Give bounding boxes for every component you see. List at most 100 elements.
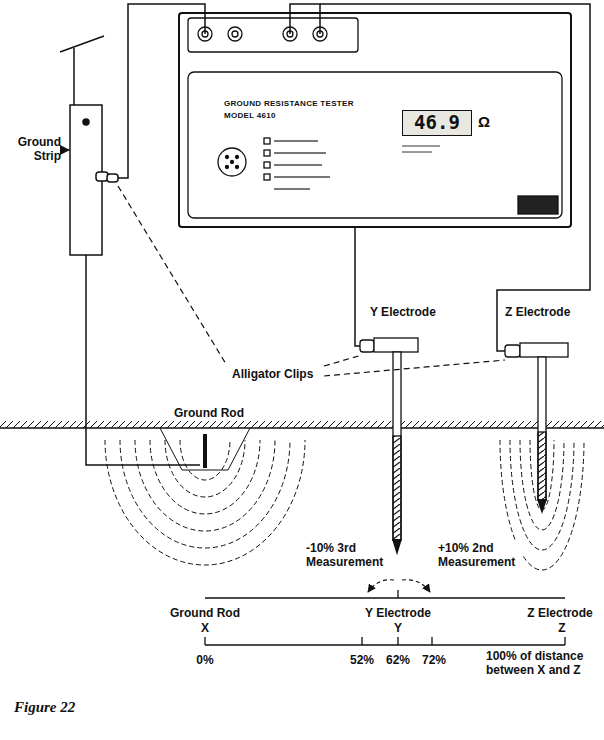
percent-mark: 52% [350,654,374,668]
tester-title: GROUND RESISTANCE TESTER [224,99,354,108]
tester-details-part [274,141,330,189]
ground-surface [0,421,604,470]
resistance-areas-part [135,440,275,531]
scale-label-holder: Z Electrode [527,603,592,621]
tester-details-part [264,174,270,180]
ground-strip-label-holder: Ground Strip [3,136,61,164]
ground-strip-part [96,172,108,181]
ohm-unit: Ω [478,113,490,131]
percent-mark: 72% [422,654,446,668]
tester-details-part [188,72,562,218]
y-electrode-part [393,540,401,553]
scale-note: 100% of distance between X and Z [486,650,598,678]
ground-strip-part [73,48,75,105]
distance-scale [205,590,565,645]
test-leads [86,4,590,465]
resistance-areas-part [105,440,305,565]
percent-mark: 62% [386,654,410,668]
tester-details-part [228,27,242,41]
distance-scale-part [205,597,565,598]
tester-title: GROUND RESISTANCE TESTER [224,92,354,110]
measurement-note-holder: +10% 2nd Measurement [436,542,522,570]
scale-label: Ground Rod [170,607,240,621]
resistance-areas-part [180,440,230,480]
test-leads-part [290,4,320,34]
percent-mark-holder: 62% [386,650,410,668]
distance-scale-part [205,644,565,645]
test-leads-part [320,4,590,351]
resistance-areas-part [120,440,290,548]
ground-rod-label-holder: Ground Rod [172,403,246,421]
resistance-areas-part [165,440,245,497]
y-electrode-part [393,436,401,540]
electrode-label: Z Electrode [505,306,570,320]
clip-label-holder: Alligator Clips [230,364,315,382]
electrode-label-holder: Z Electrode [505,302,570,320]
model-number: MODEL 4610 [224,111,276,120]
test-leads-part [86,255,200,465]
scale-label-holder: Y Electrode [365,603,431,621]
tester-details-part [264,162,270,168]
clip-leaders-part [324,355,362,366]
tester-details-part [188,18,358,52]
scale-letter: X [201,622,209,636]
resistance-areas-part [150,440,260,514]
resistance-areas [105,440,584,570]
z-electrode-part [505,345,520,357]
caption-holder: Figure 22 [14,698,75,716]
measurement-note: +10% 2nd Measurement [436,542,522,570]
y-electrode-part [360,340,374,352]
tester-details-part [402,146,440,152]
scale-letter: Z [558,622,565,636]
tester-details-part [236,166,239,169]
clip-leaders-part [118,186,226,364]
figure-caption: Figure 22 [14,699,75,716]
scale-letter-holder: X [201,618,209,636]
scale-letter-holder: Y [394,618,402,636]
tester-details-part [218,148,246,176]
ground-strip-part [83,119,89,125]
ground-strip-part [60,36,104,52]
measurement-note-holder: -10% 3rd Measurement [304,542,390,570]
distance-scale-part [397,590,398,598]
measurement-note: -10% 3rd Measurement [304,542,390,570]
z-electrode-part [538,432,546,500]
resistance-reading: 46.9 [414,111,460,133]
ground-surface-part [0,427,604,429]
tester-details-part [518,196,558,214]
tester-details [188,18,562,218]
test-leads-part [118,4,205,178]
ground-strip [60,36,118,255]
ground-surface-part [203,434,207,468]
ground-strip-part [107,174,118,182]
ground-rod-label: Ground Rod [172,407,246,421]
measurement-arrows-part [368,580,394,592]
resistance-reading: 46.9 [403,111,471,135]
ground-strip-part [61,149,69,151]
y-electrode-part [374,338,418,352]
ground-surface-part [160,428,250,470]
electrode-label-holder: Y Electrode [370,302,436,320]
z-electrode [505,343,568,512]
percent-mark-holder: 52% [350,650,374,668]
percent-mark-holder: 72% [422,650,446,668]
tester-details-part [264,138,270,144]
tester-details-part [236,156,239,159]
tester-details-part [264,150,270,156]
percent-mark-holder: 0% [196,650,213,668]
tester-details-part [232,31,238,37]
percent-mark: 0% [196,654,213,668]
z-electrode-part [520,343,568,357]
scale-letter-holder: Z [558,618,565,636]
clip-leaders [118,186,505,376]
z-electrode-part [538,500,546,512]
z-electrode-part [538,357,546,500]
tester-body: GROUND RESISTANCE TESTER MODEL 4610 46.9 Ω [178,12,572,228]
scale-note-holder: 100% of distance between X and Z [486,650,598,678]
measurement-arrows-part [402,580,430,592]
electrode-label: Y Electrode [370,306,436,320]
test-leads-part [355,228,360,346]
ground-surface-part [0,421,604,428]
